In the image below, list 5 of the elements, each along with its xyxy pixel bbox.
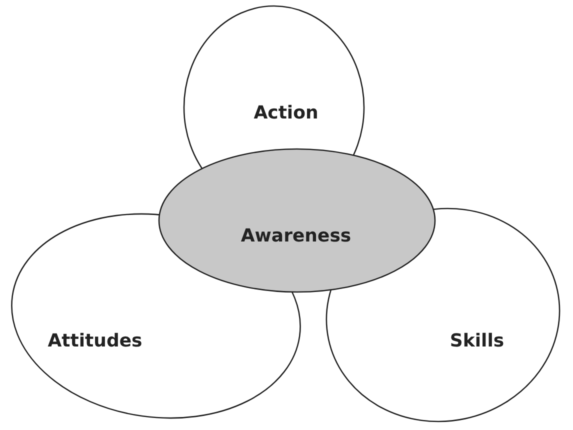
ellipse-label: Attitudes — [48, 330, 142, 352]
ellipse-label: Skills — [450, 330, 504, 352]
ellipse-label: Action — [254, 102, 318, 124]
ellipse-label: Awareness — [240, 226, 352, 246]
ellipse — [158, 148, 436, 293]
